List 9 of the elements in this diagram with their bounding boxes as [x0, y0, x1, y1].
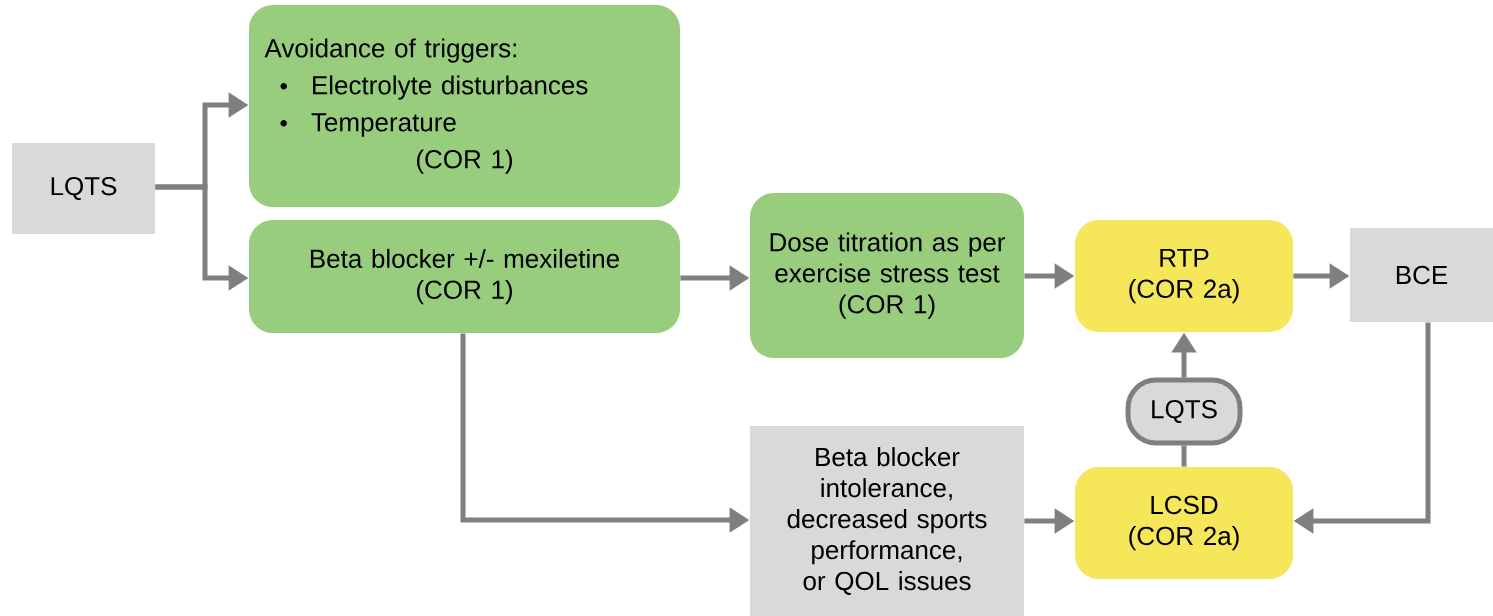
process-box: Beta blocker +/- mexiletine (COR 1): [249, 220, 680, 333]
process-box: Beta blocker intolerance, decreased sports performance, or QOL issues: [750, 426, 1024, 616]
process-box: LCSD (COR 2a): [1075, 467, 1293, 579]
process-box: RTP (COR 2a): [1075, 220, 1293, 332]
process-box: BCE: [1350, 228, 1493, 322]
process-box: Avoidance of triggers: Electrolyte disturbances Temperature (COR 1): [249, 5, 680, 207]
process-box: LQTS: [12, 143, 155, 234]
rounded-box: LQTS: [1125, 377, 1243, 446]
process-box: Dose titration as per exercise stress test (COR 1): [750, 193, 1024, 358]
